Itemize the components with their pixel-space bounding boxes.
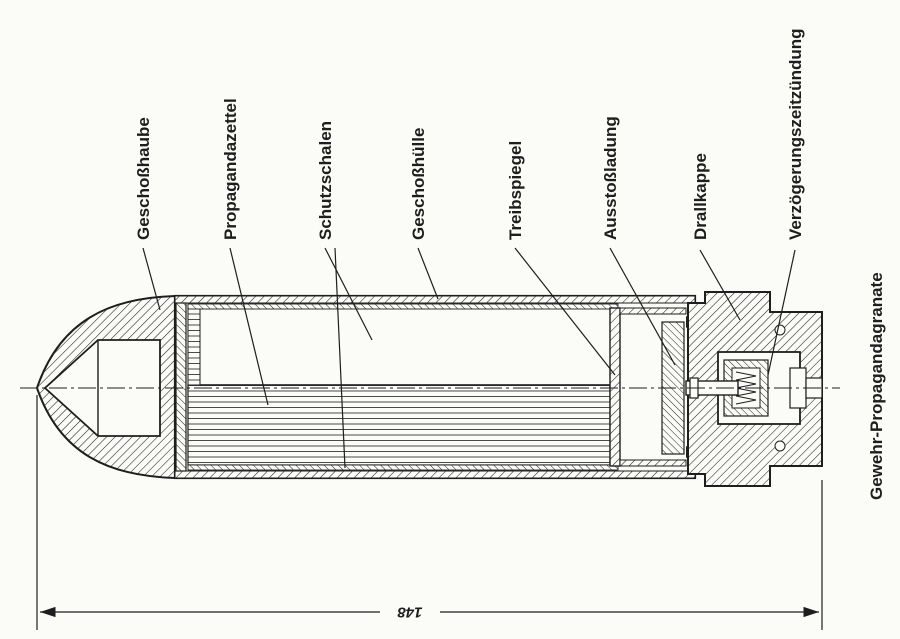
part-labels: Geschoßhaube Propagandazettel Schutzscha…	[134, 28, 805, 240]
label-zuendung: Verzögerungszeitzündung	[786, 28, 805, 240]
label-treibspiegel: Treibspiegel	[506, 141, 525, 240]
nose-cap	[35, 294, 176, 480]
protective-shells	[187, 303, 619, 471]
leader-lines	[142, 247, 796, 469]
label-drallkappe: Drallkappe	[691, 153, 710, 240]
dimension-line: 148	[36, 395, 823, 630]
overall-length-value: 148	[397, 604, 423, 621]
leaflet-roll	[175, 302, 611, 472]
label-propagandazettel: Propagandazettel	[221, 98, 240, 240]
label-geschosshaube: Geschoßhaube	[134, 117, 153, 240]
diagram-title: Gewehr-Propagandagranate	[867, 272, 886, 500]
label-geschosshuelle: Geschoßhülle	[409, 128, 428, 240]
base-fuze-housing	[685, 291, 823, 487]
pusher-plate	[609, 307, 687, 467]
label-ausstossladung: Ausstoßladung	[601, 116, 620, 240]
label-schutzschalen: Schutzschalen	[316, 121, 335, 240]
